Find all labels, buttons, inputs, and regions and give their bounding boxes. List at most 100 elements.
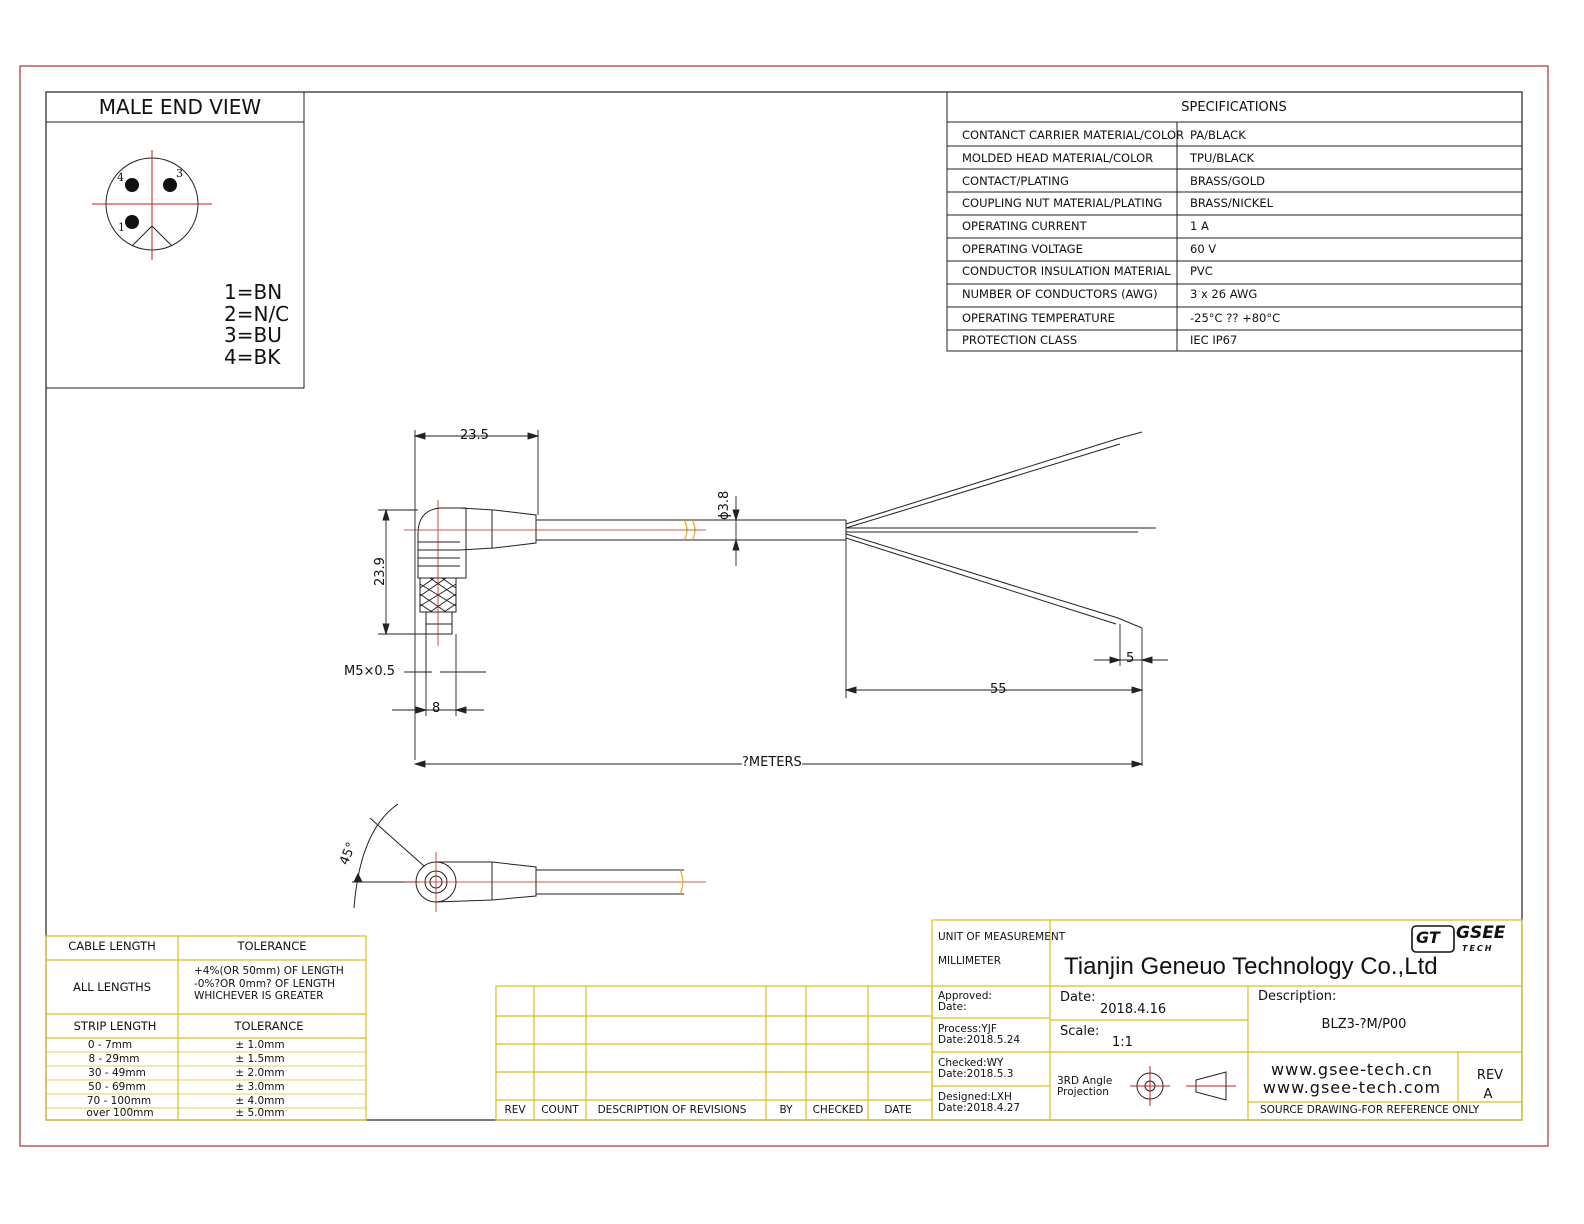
designed-date: Date:2018.4.27 [938, 1102, 1021, 1114]
logo-mark: GT [1416, 928, 1440, 947]
spec-value-7: 3 x 26 AWG [1190, 287, 1258, 301]
unit-label: UNIT OF MEASUREMENT [938, 931, 1066, 943]
strip-length-header: STRIP LENGTH [73, 1019, 157, 1033]
dim-height-23-9: 23.9 [373, 557, 388, 586]
company-name: Tianjin Geneuo Technology Co.,Ltd [1064, 953, 1438, 980]
description-value: BLZ3-?M/P00 [1321, 1017, 1407, 1032]
strip-tol-3: ± 3.0mm [235, 1081, 285, 1093]
checked-block: Checked:WY Date:2018.5.3 [938, 1058, 1013, 1080]
designed-by: Designed:LXH [938, 1091, 1012, 1103]
tolerance-table-rows [46, 1051, 366, 1109]
tolerance-table [45, 935, 367, 1121]
strip-tol-1: ± 1.5mm [235, 1053, 285, 1065]
rev-col-checked: CHECKED [812, 1104, 864, 1116]
rev-col-rev: REV [504, 1104, 526, 1116]
pin-3 [163, 178, 177, 192]
rev-col-date: DATE [884, 1104, 912, 1116]
spec-label-1: MOLDED HEAD MATERIAL/COLOR [962, 151, 1154, 165]
approved-date: Date: [938, 1001, 967, 1013]
description-label: Description: [1258, 989, 1337, 1004]
strip-range-4: 70 - 100mm [86, 1095, 152, 1107]
spec-value-8: -25°C ?? +80°C [1190, 311, 1281, 325]
spec-label-6: CONDUCTOR INSULATION MATERIAL [962, 264, 1171, 278]
dimension-lines [378, 430, 1168, 768]
spec-value-6: PVC [1190, 264, 1213, 278]
strip-tol-2: ± 2.0mm [235, 1067, 285, 1079]
projection-line-1: 3RD Angle [1057, 1075, 1113, 1087]
dim-8: 8 [432, 701, 441, 716]
spec-value-5: 60 V [1190, 242, 1217, 256]
rev-col-count: COUNT [541, 1104, 579, 1116]
rev-col-description: DESCRIPTION OF REVISIONS [597, 1104, 747, 1116]
website-cn[interactable]: www.gsee-tech.cn [1271, 1060, 1433, 1079]
spec-label-5: OPERATING VOLTAGE [962, 242, 1083, 256]
tol-all-values: +4%(OR 50mm) OF LENGTH -0%?OR 0mm? OF LE… [194, 965, 344, 1003]
strip-tol-header: TOLERANCE [234, 1019, 304, 1033]
title-block [931, 919, 1523, 1121]
spec-value-9: IEC IP67 [1190, 333, 1238, 347]
spec-label-3: COUPLING NUT MATERIAL/PLATING [962, 196, 1163, 210]
dim-diameter: ϕ3.8 [717, 490, 732, 520]
projection-label: 3RD Angle Projection [1057, 1076, 1112, 1098]
dim-5: 5 [1126, 651, 1135, 666]
rev-col-by: BY [779, 1104, 793, 1116]
spec-label-0: CONTANCT CARRIER MATERIAL/COLOR [962, 128, 1185, 142]
pinout-list: 1=BN 2=N/C 3=BU 4=BK [224, 280, 290, 369]
dim-55: 55 [990, 682, 1007, 697]
websites: www.gsee-tech.cn www.gsee-tech.com [1263, 1061, 1441, 1097]
designed-block: Designed:LXH Date:2018.4.27 [938, 1092, 1020, 1114]
spec-value-2: BRASS/GOLD [1190, 174, 1265, 188]
projection-line-2: Projection [1057, 1086, 1109, 1098]
strip-range-5: over 100mm [86, 1107, 154, 1119]
process-block: Process:YJF Date:2018.5.24 [938, 1024, 1020, 1046]
projection-symbol [1130, 1066, 1236, 1106]
tol-cable-header: CABLE LENGTH [68, 939, 156, 953]
end-view-break-mark [679, 869, 684, 895]
checked-date: Date:2018.5.3 [938, 1068, 1014, 1080]
approved-label: Approved: [938, 990, 992, 1002]
strip-tol-0: ± 1.0mm [235, 1039, 285, 1051]
checked-by: Checked:WY [938, 1057, 1004, 1069]
end-view-centerlines [404, 852, 706, 912]
strip-tol-4: ± 4.0mm [235, 1095, 285, 1107]
rev-label: REV [1476, 1068, 1504, 1083]
process-date: Date:2018.5.24 [938, 1034, 1021, 1046]
tol-all-line-1: +4%(OR 50mm) OF LENGTH [194, 965, 344, 977]
specifications-table [946, 91, 1523, 352]
spec-value-3: BRASS/NICKEL [1190, 196, 1273, 210]
unit-value: MILLIMETER [938, 955, 1001, 967]
tol-all-lengths: ALL LENGTHS [72, 980, 152, 994]
tol-all-line-3: WHICHEVER IS GREATER [194, 990, 324, 1002]
spec-label-7: NUMBER OF CONDUCTORS (AWG) [962, 287, 1158, 301]
pinout-1: 1=BN [224, 280, 283, 304]
pin-1 [125, 215, 139, 229]
rev-value: A [1483, 1087, 1493, 1102]
website-com[interactable]: www.gsee-tech.com [1262, 1078, 1442, 1097]
pinout-2: 2=N/C [224, 301, 290, 326]
strip-range-0: 0 - 7mm [87, 1039, 133, 1051]
strip-tol-5: ± 5.0mm [235, 1107, 285, 1119]
pinout-4: 4=BK [224, 344, 281, 369]
approved-block: Approved: Date: [938, 991, 992, 1013]
source-note: SOURCE DRAWING-FOR REFERENCE ONLY [1260, 1104, 1480, 1116]
dim-length: ?METERS [742, 755, 802, 770]
spec-label-2: CONTACT/PLATING [962, 174, 1069, 188]
centerlines [404, 500, 706, 646]
revision-table [495, 985, 933, 1121]
date-label: Date: [1060, 990, 1096, 1005]
outer-frame [19, 65, 1549, 1147]
process-by: Process:YJF [938, 1023, 997, 1035]
end-view-title: MALE END VIEW [98, 95, 262, 119]
logo-text: GSEE [1456, 923, 1506, 943]
connector-side-view [417, 431, 1156, 635]
spec-value-1: TPU/BLACK [1190, 151, 1255, 165]
tol-header: TOLERANCE [237, 939, 307, 953]
scale-value: 1:1 [1112, 1035, 1133, 1050]
dim-width-23-5: 23.5 [460, 428, 489, 443]
pin-4 [125, 178, 139, 192]
spec-title: SPECIFICATIONS [1181, 100, 1287, 115]
logo-frame [1411, 925, 1455, 953]
pin-label-3: 3 [176, 167, 183, 180]
connector-end-view [352, 803, 684, 909]
